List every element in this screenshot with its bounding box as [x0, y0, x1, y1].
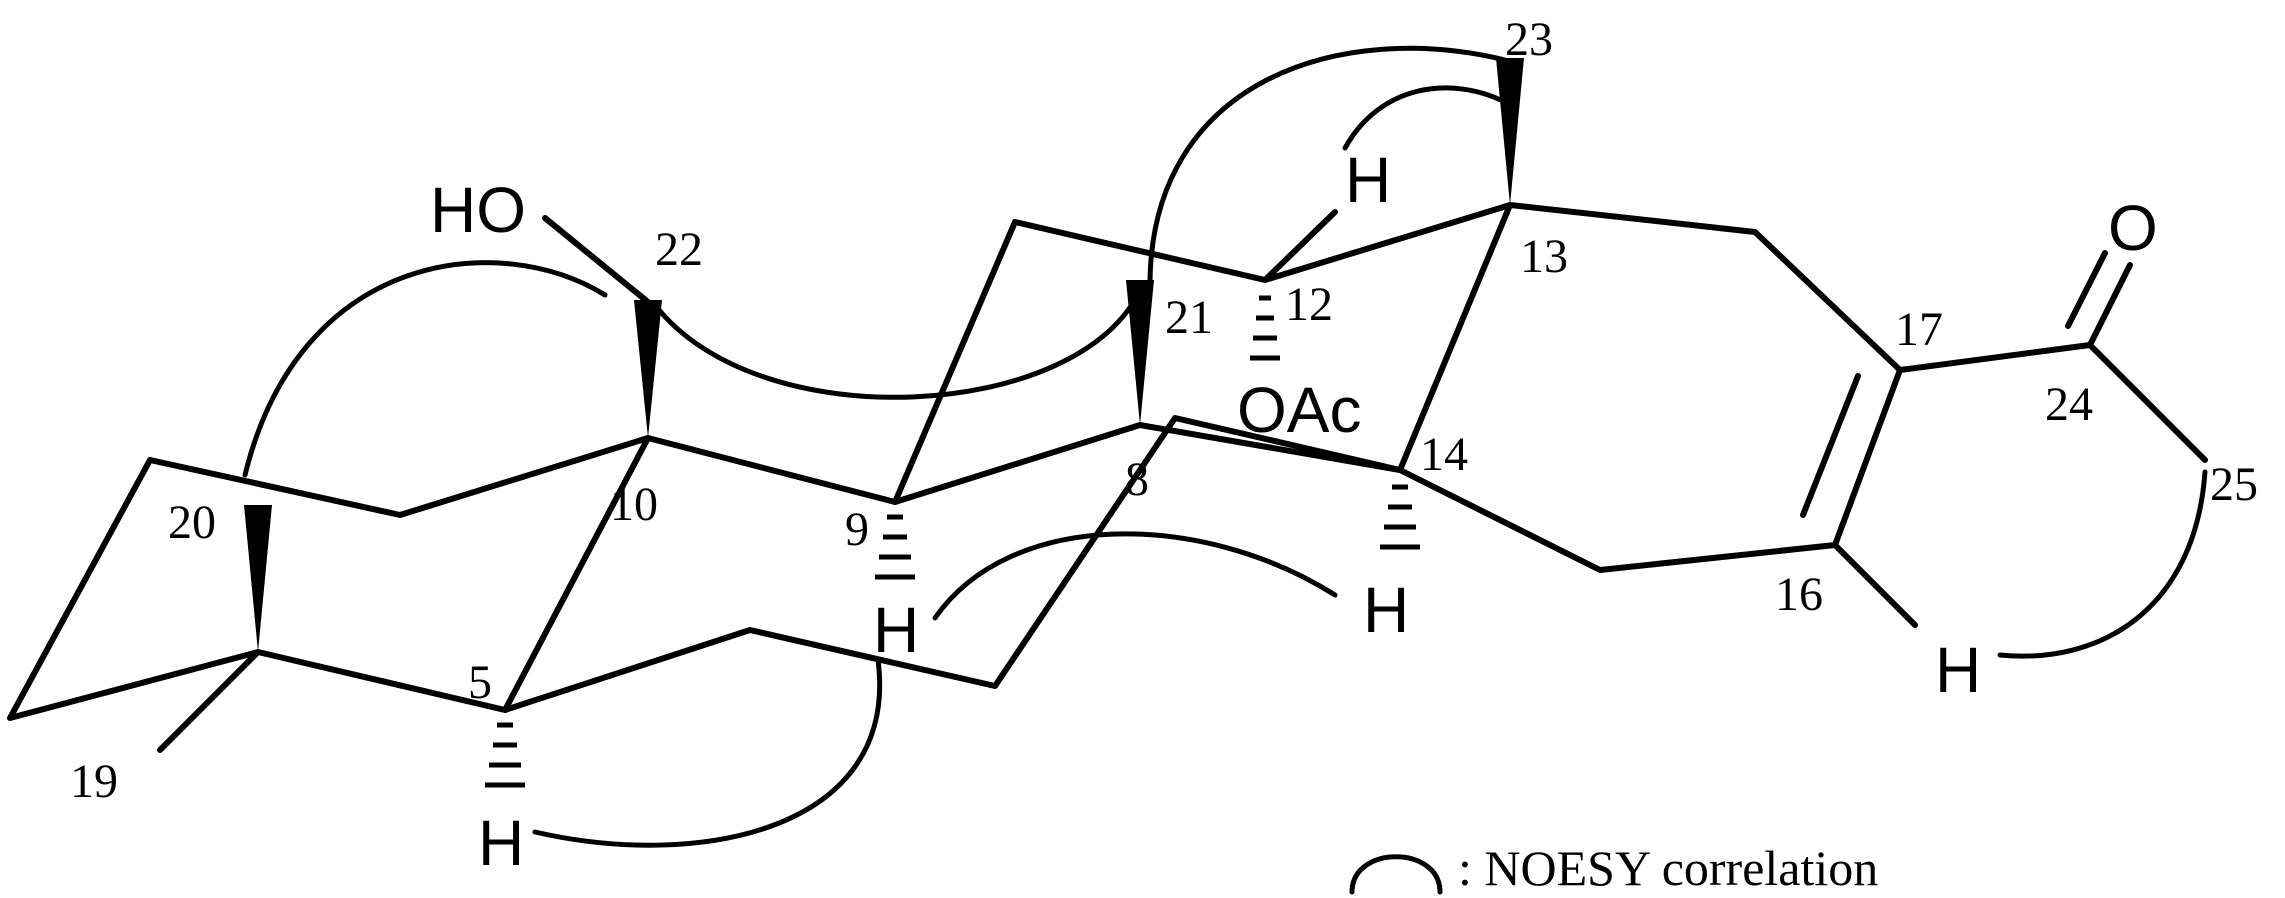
atom-number-5: 5 [468, 656, 492, 709]
bond-ring-a [7, 415, 1403, 721]
atom-number-13: 13 [1520, 230, 1568, 283]
atom-number-16: 16 [1775, 568, 1823, 621]
legend-noesy-arc-icon [1349, 854, 1443, 895]
atom-number-25: 25 [2210, 458, 2258, 511]
atom-number-20: 20 [168, 496, 216, 549]
bond-c22-oh [542, 215, 651, 305]
atom-number-24: 24 [2045, 378, 2093, 431]
bond-c24-o-double [2065, 250, 2108, 329]
hash-c9-h [875, 514, 915, 580]
atom-number-22: 22 [655, 223, 703, 276]
hash-c14-h [1380, 484, 1420, 550]
hydrogen-c9-label: H [873, 594, 919, 666]
legend-label: : NOESY correlation [1458, 840, 1878, 896]
carbonyl-oxygen-label: O [2108, 192, 2158, 264]
bond-c10-c5 [502, 435, 651, 713]
wedge-c20 [244, 505, 272, 652]
bond-skeleton [7, 202, 2208, 753]
bond-c13-c17 [1507, 202, 1903, 373]
bond-c10-c9-c8-c14 [645, 422, 1403, 505]
atom-number-14: 14 [1420, 428, 1468, 481]
noesy-arc-h9-h14 [932, 531, 1338, 621]
bond-c12-h [1262, 209, 1338, 283]
hydrogen-c5-label: H [478, 807, 524, 879]
hash-c5-h [485, 722, 525, 788]
hydrogen-c16-label: H [1935, 634, 1981, 706]
atom-number-9: 9 [845, 503, 869, 556]
bond-ring-b-upper [892, 202, 1513, 505]
bond-c24-o [2087, 262, 2133, 348]
bond-c19 [157, 649, 261, 753]
atom-labels: HO OAc O H H H H H [430, 144, 2158, 879]
noesy-arc-h12-c23 [1342, 85, 1508, 151]
bond-ring-a-top [147, 435, 651, 518]
atom-number-12: 12 [1285, 278, 1333, 331]
noesy-arc-c21-c23 [1147, 45, 1508, 288]
wedge-c21 [1126, 280, 1154, 425]
hydrogen-c14-label: H [1363, 574, 1409, 646]
bond-c13-c14 [1397, 202, 1513, 473]
noesy-arc-h16-c25 [1997, 469, 2208, 659]
bond-c16-c17 [1832, 367, 1903, 548]
bond-c16-c17-double [1800, 373, 1861, 518]
bond-c14-c16 [1397, 467, 1838, 573]
hydroxyl-label: HO [430, 174, 526, 246]
wedge-bonds [244, 58, 1524, 652]
atom-number-23: 23 [1505, 13, 1553, 66]
atom-number-17: 17 [1895, 303, 1943, 356]
noesy-arc-c22-c20 [242, 260, 608, 478]
atom-number-21: 21 [1165, 291, 1213, 344]
legend: : NOESY correlation [1349, 840, 1878, 896]
hydrogen-c12-label: H [1345, 144, 1391, 216]
atom-number-19: 19 [70, 755, 118, 808]
atom-number-10: 10 [610, 478, 658, 531]
bond-c16-h [1832, 542, 1918, 628]
noesy-arc-h5-h9 [532, 657, 883, 848]
noesy-arc-c22-c21 [652, 287, 1143, 400]
atom-numbers: 5 8 9 10 12 13 14 16 17 19 20 21 22 23 2… [70, 13, 2258, 808]
wedge-c22 [634, 300, 662, 438]
wedge-c23 [1496, 58, 1524, 205]
atom-number-8: 8 [1125, 453, 1149, 506]
acetoxy-label: OAc [1237, 374, 1361, 446]
hash-c12-oac [1250, 295, 1280, 361]
hashed-bonds [485, 295, 1420, 788]
noesy-arcs [242, 45, 2208, 848]
